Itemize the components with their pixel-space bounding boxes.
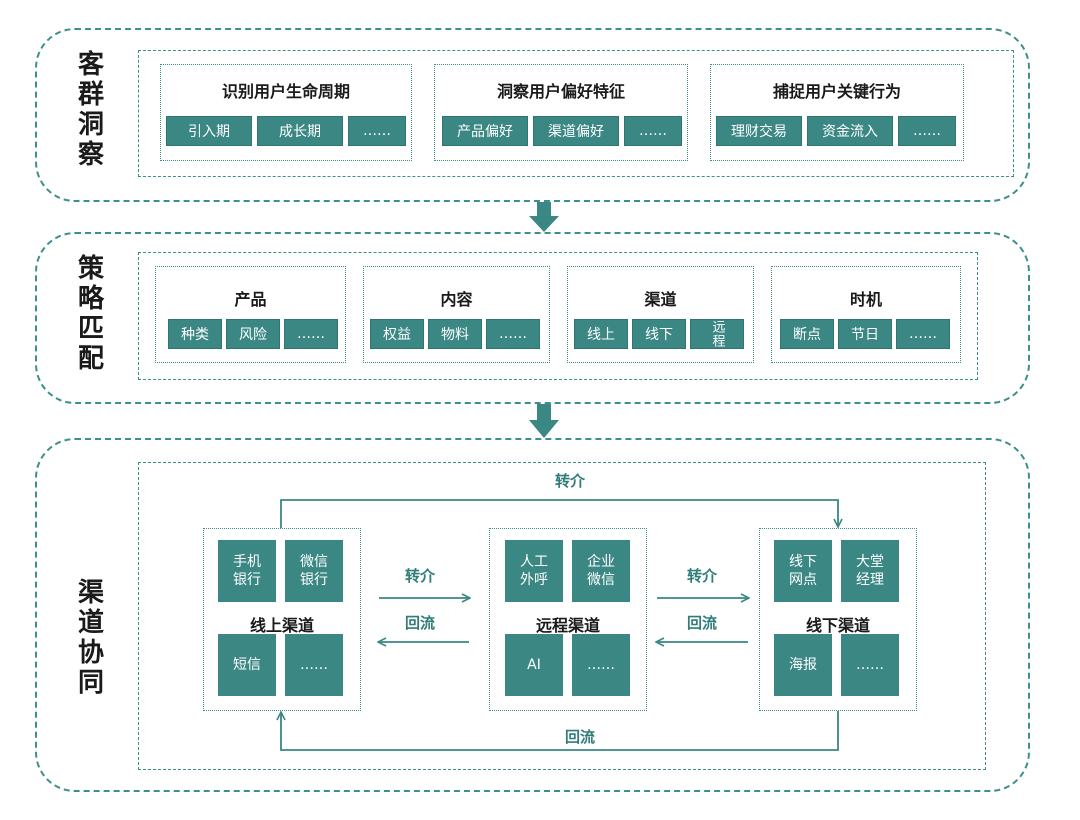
tile: …… xyxy=(898,116,956,146)
tile: 资金流入 xyxy=(807,116,893,146)
section-channel-collab xyxy=(35,438,1030,792)
section-title-channel-collab: 渠 道 协 同 xyxy=(77,578,104,698)
group-channel xyxy=(567,266,754,363)
tile: 人工 外呼 xyxy=(505,540,563,602)
tile: 线下 xyxy=(632,319,686,349)
label-bottom-return: 回流 xyxy=(564,728,595,746)
tile: 微信 银行 xyxy=(285,540,343,602)
label-left-referral: 转介 xyxy=(404,567,435,585)
tile: …… xyxy=(896,319,950,349)
group-title: 识别用户生命周期 xyxy=(221,82,350,101)
tile: 手机 银行 xyxy=(218,540,276,602)
tile: 线上 xyxy=(574,319,628,349)
group-title: 捕捉用户关键行为 xyxy=(772,82,901,101)
tile: 物料 xyxy=(428,319,482,349)
tile: 引入期 xyxy=(166,116,252,146)
tile: 远程 xyxy=(690,319,744,349)
tile: …… xyxy=(572,634,630,696)
group-title: 渠道 xyxy=(644,290,677,309)
group-title: 时机 xyxy=(849,290,882,309)
group-preference xyxy=(434,64,688,161)
tile: 企业 微信 xyxy=(572,540,630,602)
section-title-strategy-match: 策 略 匹 配 xyxy=(77,254,104,374)
label-left-return: 回流 xyxy=(404,614,435,632)
tile: 风险 xyxy=(226,319,280,349)
group-lifecycle xyxy=(160,64,412,161)
tile: 线下 网点 xyxy=(774,540,832,602)
down-arrow-1 xyxy=(529,202,559,232)
tile: 种类 xyxy=(168,319,222,349)
label-right-return: 回流 xyxy=(686,614,717,632)
tile: …… xyxy=(284,319,338,349)
group-product xyxy=(155,266,346,363)
label-right-referral: 转介 xyxy=(686,567,717,585)
strategy-inner-frame xyxy=(138,252,978,380)
tile: 产品偏好 xyxy=(442,116,528,146)
group-title: 产品 xyxy=(234,290,267,309)
tile: 理财交易 xyxy=(716,116,802,146)
tile: …… xyxy=(348,116,406,146)
tile: …… xyxy=(486,319,540,349)
channel-title: 线下渠道 xyxy=(805,616,870,635)
section-strategy-match xyxy=(35,232,1030,404)
section-customer-insight xyxy=(35,28,1030,202)
channel-title: 远程渠道 xyxy=(535,616,600,635)
tile: …… xyxy=(285,634,343,696)
tile: 节日 xyxy=(838,319,892,349)
group-title: 洞察用户偏好特征 xyxy=(496,82,625,101)
tile: 海报 xyxy=(774,634,832,696)
tile: 成长期 xyxy=(257,116,343,146)
channel-title: 线上渠道 xyxy=(249,616,314,635)
tile: …… xyxy=(841,634,899,696)
group-content xyxy=(363,266,550,363)
label-top-referral: 转介 xyxy=(554,472,585,490)
tile: 渠道偏好 xyxy=(533,116,619,146)
tile: …… xyxy=(624,116,682,146)
insight-inner-frame xyxy=(138,50,1014,177)
tile: 大堂 经理 xyxy=(841,540,899,602)
channel-offline xyxy=(759,528,917,711)
down-arrow-2 xyxy=(529,404,559,438)
group-key-behavior xyxy=(710,64,964,161)
collab-inner-frame xyxy=(138,462,986,770)
group-timing xyxy=(771,266,961,363)
tile: AI xyxy=(505,634,563,696)
section-title-customer-insight: 客 群 洞 察 xyxy=(77,50,104,170)
channel-online xyxy=(203,528,361,711)
tile: 断点 xyxy=(780,319,834,349)
tile: 权益 xyxy=(370,319,424,349)
group-title: 内容 xyxy=(440,290,473,309)
tile: 短信 xyxy=(218,634,276,696)
channel-remote xyxy=(489,528,647,711)
